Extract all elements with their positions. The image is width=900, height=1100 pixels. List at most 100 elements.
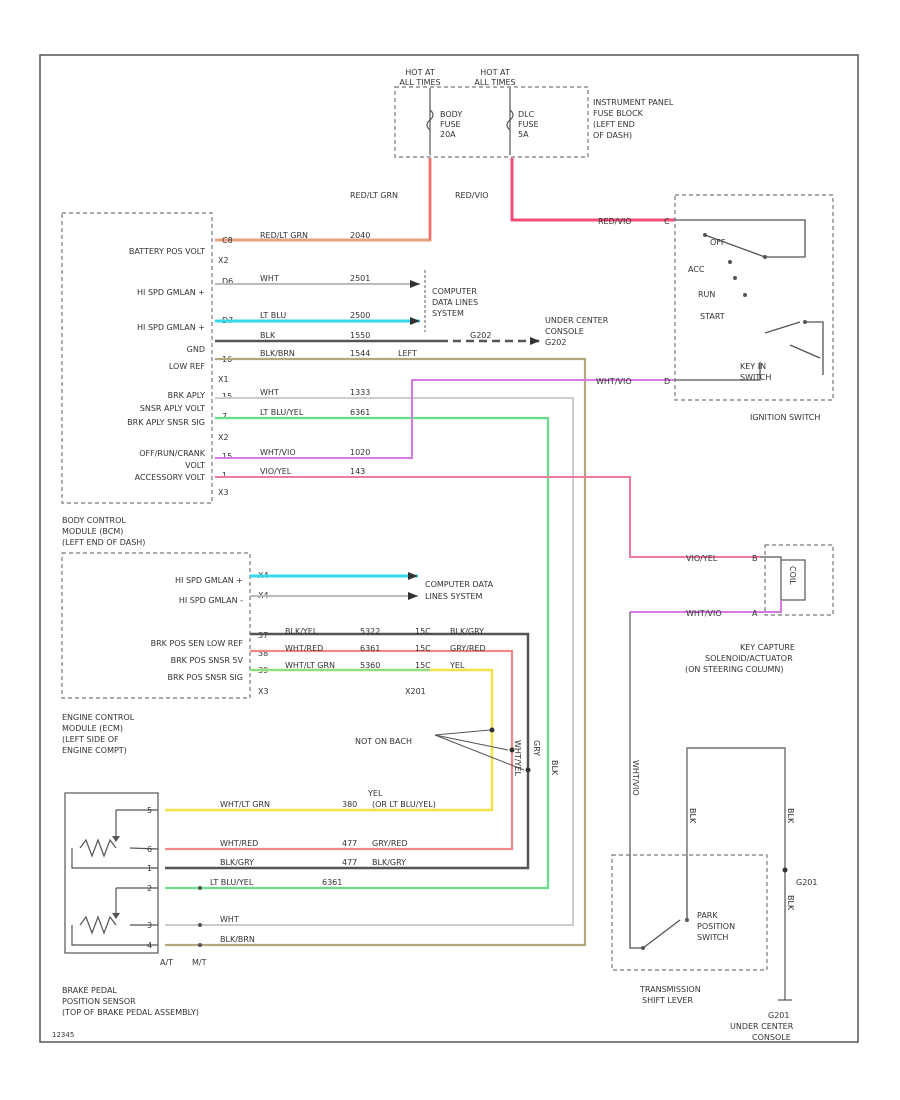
circuit-number: 1544: [350, 349, 370, 358]
bcm-pin-labels: BATTERY POS VOLT HI SPD GMLAN + HI SPD G…: [127, 247, 228, 497]
keyin-label: SWITCH: [740, 373, 771, 382]
wire-sensor-volt: [165, 416, 550, 890]
resistor-icon: [79, 915, 117, 935]
ground-arrow-icon: [530, 337, 540, 345]
wire-color-label: YEL: [449, 661, 465, 670]
brake-pin-variant: M/T: [192, 958, 207, 967]
wire-color-label: WHT/LT GRN: [220, 800, 270, 809]
ecm-pin-label: HI SPD GMLAN +: [175, 576, 243, 585]
vertical-wire-label: WHT/YEL: [513, 740, 522, 776]
circuit-number: 6361: [322, 878, 342, 887]
fuse-dlc-type: FUSE: [518, 120, 539, 129]
key-capture-box: [764, 544, 834, 616]
bcm-pin-number: 15: [222, 392, 232, 401]
fuse-block-label-2: FUSE BLOCK: [593, 109, 644, 118]
wire-color-label: WHT: [220, 915, 239, 924]
brake-sensor-label: BRAKE PEDAL: [62, 986, 117, 995]
bcm-pin-label: HI SPD GMLAN +: [137, 288, 205, 297]
circuit-number: 1020: [350, 448, 370, 457]
park-ground-name: G201: [796, 878, 817, 887]
bcm-connector: X2: [218, 433, 229, 442]
ignition-pin-bottom: D: [664, 377, 670, 386]
wire-ignition-feed: [510, 158, 675, 222]
ground-caption: CONSOLE: [752, 1033, 791, 1042]
fuse-symbol-dlc: [506, 109, 514, 131]
wire-off-run-crank: [215, 379, 675, 459]
circuit-number: 477: [342, 858, 357, 867]
feed-label-right: RED/VIO: [455, 191, 489, 200]
ignition-pin-top: C: [664, 217, 670, 226]
fuse-body-type: FUSE: [440, 120, 461, 129]
ecm-label: ENGINE COMPT): [62, 746, 127, 755]
wire-accessory: [215, 476, 760, 558]
splice-label: 15C: [415, 644, 431, 653]
feed-label-left: RED/LT GRN: [350, 191, 398, 200]
computer-data-label-2: COMPUTER DATA: [425, 580, 494, 589]
bcm-pin-label: OFF/RUN/CRANK: [139, 449, 206, 458]
ecm-label: MODULE (ECM): [62, 724, 123, 733]
ecm-pin-label: BRK POS SNSR 5V: [171, 656, 244, 665]
bcm-pin-number: 15: [222, 452, 232, 461]
brake-pin-number: 6: [147, 845, 152, 854]
circuit-number: 143: [350, 467, 365, 476]
splice-label: 15C: [415, 627, 431, 636]
arrow-icon: [408, 592, 418, 600]
hot-label-left-1: HOT AT: [405, 68, 435, 77]
fuse-body-rating: 20A: [440, 130, 456, 139]
ground-name: G202: [470, 331, 491, 340]
diagram-border: [39, 54, 859, 1043]
splice-dot: [782, 867, 788, 873]
bcm-label: BODY CONTROL: [62, 516, 126, 525]
ignition-position: RUN: [698, 290, 715, 299]
brake-pin-number: 3: [147, 921, 152, 930]
vertical-wire-label: GRY: [532, 740, 541, 756]
wire-color-label: BLK/BRN: [260, 349, 295, 358]
ignition-position: OFF: [710, 238, 726, 247]
hot-label-right-2: ALL TIMES: [474, 78, 515, 87]
bcm-pin-label: LOW REF: [169, 362, 206, 371]
bcm-pin-label: BRK APLY: [168, 391, 206, 400]
brake-pin-number: 1: [147, 864, 152, 873]
wire-color-label: LT BLU/YEL: [260, 408, 304, 417]
wire-color-label: LT BLU: [260, 311, 286, 320]
brake-sensor-label: (TOP OF BRAKE PEDAL ASSEMBLY): [62, 1008, 199, 1017]
ignition-switch: RED/VIO C WHT/VIO D OFF ACC RUN START KE…: [596, 194, 834, 422]
bcm-pin-number: 7: [222, 412, 227, 421]
not-on-bach-label: NOT ON BACH: [355, 737, 412, 746]
ecm-block: [61, 552, 251, 699]
bcm-pin-label: GND: [187, 345, 205, 354]
wire-color-label: BLK/GRY: [450, 627, 484, 636]
brake-pin-number: 2: [147, 884, 152, 893]
wire-color-label: WHT: [260, 388, 279, 397]
circuit-number: 1333: [350, 388, 370, 397]
circuit-number: 5360: [360, 661, 380, 670]
wire-color-label: WHT/RED: [285, 644, 323, 653]
key-capture-pin-bottom: A: [752, 609, 758, 618]
arrow-icon: [408, 572, 418, 580]
bcm-pin-label: BATTERY POS VOLT: [129, 247, 205, 256]
key-capture-solenoid: COIL VIO/YEL B WHT/VIO A KEY CAPTURE SOL…: [630, 544, 834, 674]
ecm-label: ENGINE CONTROL: [62, 713, 135, 722]
park-switch-label: PARK: [697, 911, 718, 920]
ecm-connector-right: X201: [405, 687, 426, 696]
ecm-pin-label: BRK POS SEN LOW REF: [151, 639, 244, 648]
splice-dot: [525, 767, 531, 773]
fuse-block-label-4: OF DASH): [593, 131, 632, 140]
park-switch-label: POSITION: [697, 922, 735, 931]
circuit-number: 2501: [350, 274, 370, 283]
wire-park-right: [686, 747, 786, 1000]
brake-pedal-sensor: [64, 792, 159, 954]
ignition-position: ACC: [688, 265, 705, 274]
bcm-label: (LEFT END OF DASH): [62, 538, 145, 547]
wire-alt-label: (OR LT BLU/YEL): [372, 800, 436, 809]
wire-color-label: LT BLU/YEL: [210, 878, 254, 887]
wire-ecm-signal: [165, 668, 494, 812]
wire-color-label: WHT: [260, 274, 279, 283]
circuit-number: 6361: [350, 408, 370, 417]
park-wire-label: BLK: [688, 808, 697, 824]
arrow-icon: [410, 280, 420, 288]
bcm-pin-number: 1: [222, 471, 227, 480]
park-wire-label: WHT/VIO: [631, 760, 640, 796]
coil-icon: [780, 559, 806, 601]
ground-caption: CONSOLE: [545, 327, 584, 336]
